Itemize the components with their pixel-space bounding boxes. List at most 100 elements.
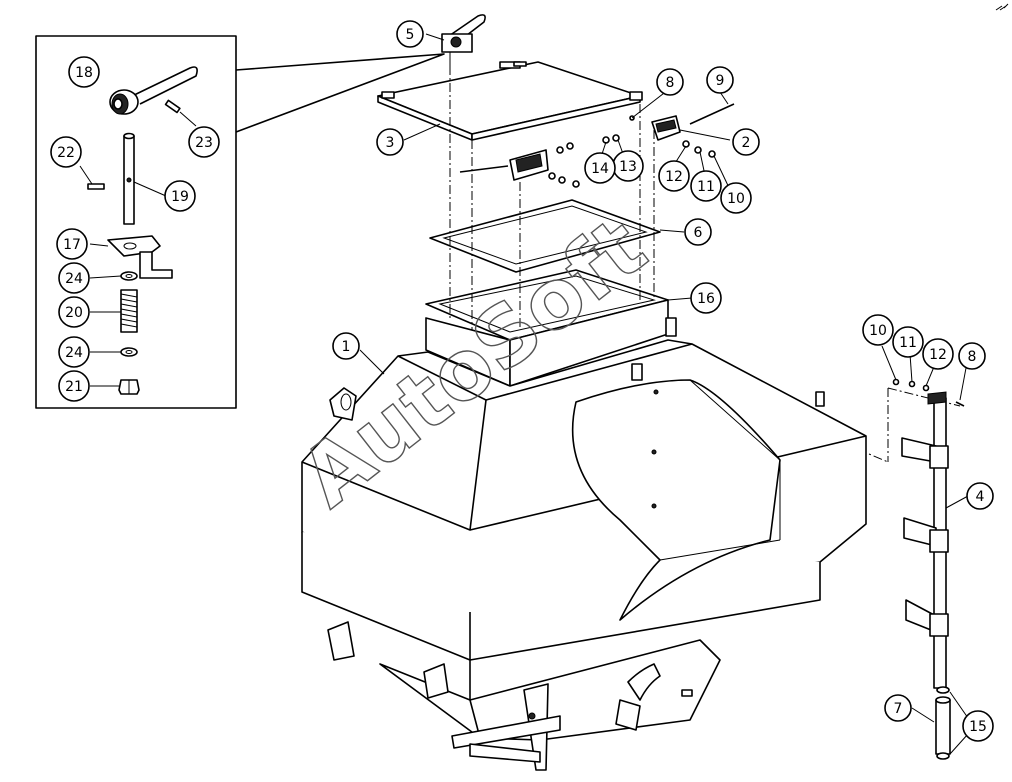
callout-24: 24 <box>58 262 90 294</box>
callout-label: 14 <box>591 161 609 177</box>
callout-circle <box>58 370 90 402</box>
callout-11: 11 <box>690 170 722 202</box>
part-15-clips <box>936 686 969 760</box>
callout-circle <box>584 152 616 184</box>
callout-circle <box>58 336 90 368</box>
part-6-gasket <box>429 199 661 273</box>
callout-label: 9 <box>716 73 725 89</box>
part-7-tube <box>911 696 951 755</box>
callout-label: 15 <box>969 719 987 735</box>
callout-label: 5 <box>406 27 415 43</box>
callout-circle <box>862 314 894 346</box>
callout-circle <box>658 160 690 192</box>
callout-circle <box>966 482 994 510</box>
callout-23: 23 <box>188 126 220 158</box>
callout-10: 10 <box>862 314 894 346</box>
callout-circle <box>884 694 912 722</box>
part-24-washer-lower <box>90 347 138 357</box>
callout-10: 10 <box>720 182 752 214</box>
callout-7: 7 <box>884 694 912 722</box>
callout-12: 12 <box>922 338 954 370</box>
part-3-lid <box>377 61 643 141</box>
part-24-washer-upper <box>89 271 138 281</box>
part-22-pin <box>79 165 105 190</box>
part-17-bracket <box>89 235 173 279</box>
detail-inset <box>35 35 445 409</box>
callout-label: 4 <box>976 489 985 505</box>
callout-label: 10 <box>727 191 745 207</box>
callout-11: 11 <box>892 326 924 358</box>
callout-circle <box>958 342 986 370</box>
callout-4: 4 <box>966 482 994 510</box>
callout-label: 20 <box>65 305 83 321</box>
callout-20: 20 <box>58 296 90 328</box>
hinge-bolt-left <box>459 165 509 173</box>
main-assembly: AutoSoft <box>283 14 969 771</box>
part-2-hinge-left <box>509 149 549 181</box>
callout-label: 19 <box>171 189 189 205</box>
callout-12: 12 <box>658 160 690 192</box>
callout-label: 24 <box>65 271 83 287</box>
callout-circle <box>58 296 90 328</box>
callout-circle <box>732 128 760 156</box>
callout-14: 14 <box>584 152 616 184</box>
callout-label: 10 <box>869 323 887 339</box>
callout-3: 3 <box>376 128 404 156</box>
callout-22: 22 <box>50 136 82 168</box>
callout-circle <box>892 326 924 358</box>
callout-label: 13 <box>619 159 637 175</box>
callout-label: 8 <box>968 349 977 365</box>
callout-label: 6 <box>694 225 703 241</box>
callout-19: 19 <box>164 180 196 212</box>
callout-label: 24 <box>65 345 83 361</box>
callout-label: 21 <box>65 379 83 395</box>
callout-label: 23 <box>195 135 213 151</box>
callout-circle <box>332 332 360 360</box>
callout-label: 11 <box>899 335 917 351</box>
callout-circle <box>68 56 100 88</box>
callout-8: 8 <box>656 68 684 96</box>
callout-18: 18 <box>68 56 100 88</box>
callout-label: 18 <box>75 65 93 81</box>
callout-16: 16 <box>690 282 722 314</box>
callout-circle <box>164 180 196 212</box>
callout-2: 2 <box>732 128 760 156</box>
callout-circle <box>656 68 684 96</box>
part-1-hopper <box>301 339 867 771</box>
callout-circle <box>690 170 722 202</box>
callout-circle <box>684 218 712 246</box>
callout-circle <box>720 182 752 214</box>
part-5-latch <box>441 14 486 66</box>
part-20-spring <box>90 289 138 333</box>
callout-circle <box>58 262 90 294</box>
callout-label: 8 <box>666 75 675 91</box>
callout-label: 2 <box>742 135 751 151</box>
callout-label: 12 <box>929 347 947 363</box>
part-21-nut <box>90 379 140 395</box>
callouts: 1234567889101011111212131415161718192021… <box>50 20 994 742</box>
callout-6: 6 <box>684 218 712 246</box>
callout-21: 21 <box>58 370 90 402</box>
callout-label: 12 <box>665 169 683 185</box>
callout-5: 5 <box>396 20 424 48</box>
part-18-handle <box>109 66 198 115</box>
hardware-small <box>548 115 716 188</box>
callout-circle <box>396 20 424 48</box>
callout-17: 17 <box>56 228 88 260</box>
callout-circle <box>706 66 734 94</box>
part-9-bolt <box>689 91 735 125</box>
callout-label: 11 <box>697 179 715 195</box>
callout-24: 24 <box>58 336 90 368</box>
callout-9: 9 <box>706 66 734 94</box>
part-2-hinge-right <box>651 115 731 141</box>
callout-label: 16 <box>697 291 715 307</box>
callout-label: 17 <box>63 237 81 253</box>
callout-1: 1 <box>332 332 360 360</box>
callout-circle <box>962 710 994 742</box>
callout-circle <box>56 228 88 260</box>
callout-label: 1 <box>342 339 351 355</box>
callout-13: 13 <box>612 150 644 182</box>
callout-circle <box>50 136 82 168</box>
callout-label: 22 <box>57 145 75 161</box>
